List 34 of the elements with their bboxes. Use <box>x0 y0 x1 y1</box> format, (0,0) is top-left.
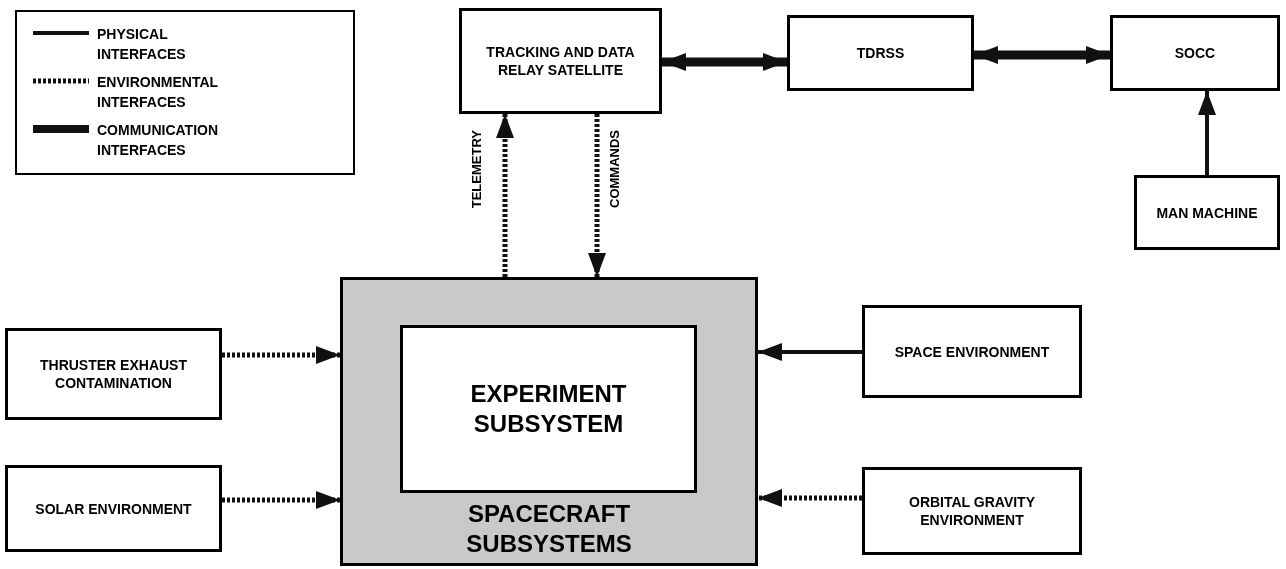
node-label: SPACE ENVIRONMENT <box>893 342 1051 361</box>
process-box <box>400 325 697 493</box>
arrow <box>222 346 340 364</box>
node-label: TRACKING AND DATA RELAY SATELLITE <box>485 43 636 79</box>
process-box <box>862 305 1082 398</box>
legend-text: PHYSICAL INTERFACES <box>97 25 187 64</box>
process-box <box>5 328 222 420</box>
process-box <box>862 467 1082 555</box>
arrow <box>1198 91 1216 175</box>
node-label: MAN MACHINE <box>1155 203 1259 222</box>
arrow <box>496 114 514 277</box>
arrow <box>588 114 606 277</box>
process-box <box>787 15 974 91</box>
process-box <box>1134 175 1280 250</box>
node-label: SOLAR ENVIRONMENT <box>34 499 193 518</box>
node-label: SPACECRAFT SUBSYSTEMS <box>465 499 633 559</box>
process-box <box>5 465 222 552</box>
node-label: TDRSS <box>855 44 906 62</box>
arrow <box>758 489 862 507</box>
node-label: ORBITAL GRAVITY ENVIRONMENT <box>908 493 1036 529</box>
arrow <box>974 46 1110 64</box>
edge-label: COMMANDS <box>608 130 621 208</box>
arrow <box>662 53 787 71</box>
arrow <box>758 343 862 361</box>
process-box <box>340 277 758 566</box>
legend-text: COMMUNICATION INTERFACES <box>97 121 220 160</box>
process-box <box>459 8 662 114</box>
node-label: THRUSTER EXHAUST CONTAMINATION <box>39 356 188 392</box>
node-label: SOCC <box>1173 44 1217 62</box>
edge-label: TELEMETRY <box>470 130 483 209</box>
node-label: EXPERIMENT SUBSYSTEM <box>469 379 628 439</box>
arrow <box>222 491 340 509</box>
process-box <box>1110 15 1280 91</box>
legend-text: ENVIRONMENTAL INTERFACES <box>97 73 219 112</box>
